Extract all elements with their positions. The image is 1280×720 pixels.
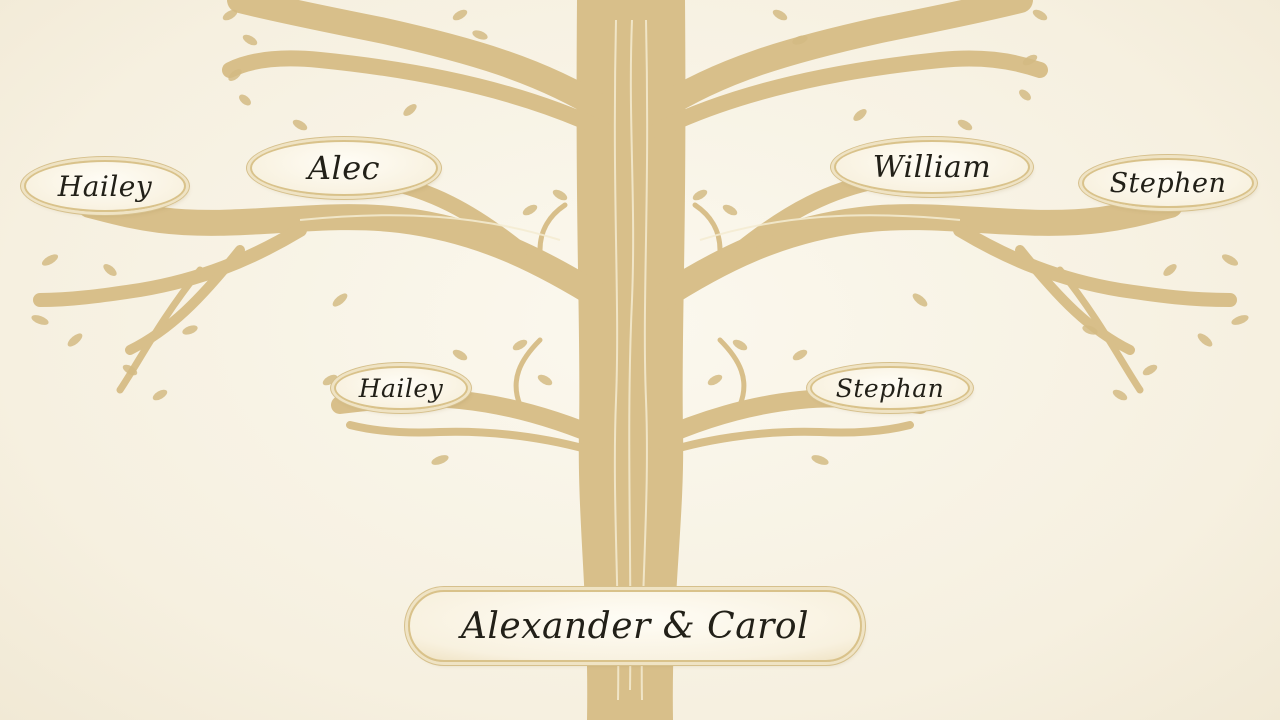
leaves bbox=[31, 9, 1249, 465]
member-name: Alec bbox=[307, 149, 381, 187]
member-name: Hailey bbox=[358, 373, 444, 403]
name-plaque-right-upper: William bbox=[834, 140, 1030, 194]
member-name: Hailey bbox=[57, 169, 153, 203]
name-plaque-left-lower: Hailey bbox=[334, 366, 468, 410]
root-couple-name: Alexander & Carol bbox=[460, 605, 810, 647]
name-plaque-left-outer: Hailey bbox=[24, 160, 186, 212]
member-name: Stephen bbox=[1109, 167, 1227, 199]
name-plaque-left-upper: Alec bbox=[250, 140, 438, 196]
root-couple-plaque: Alexander & Carol bbox=[408, 590, 862, 662]
name-plaque-right-outer: Stephen bbox=[1082, 158, 1254, 208]
name-plaque-right-lower: Stephan bbox=[810, 366, 970, 410]
member-name: Stephan bbox=[835, 373, 945, 403]
member-name: William bbox=[872, 149, 992, 185]
